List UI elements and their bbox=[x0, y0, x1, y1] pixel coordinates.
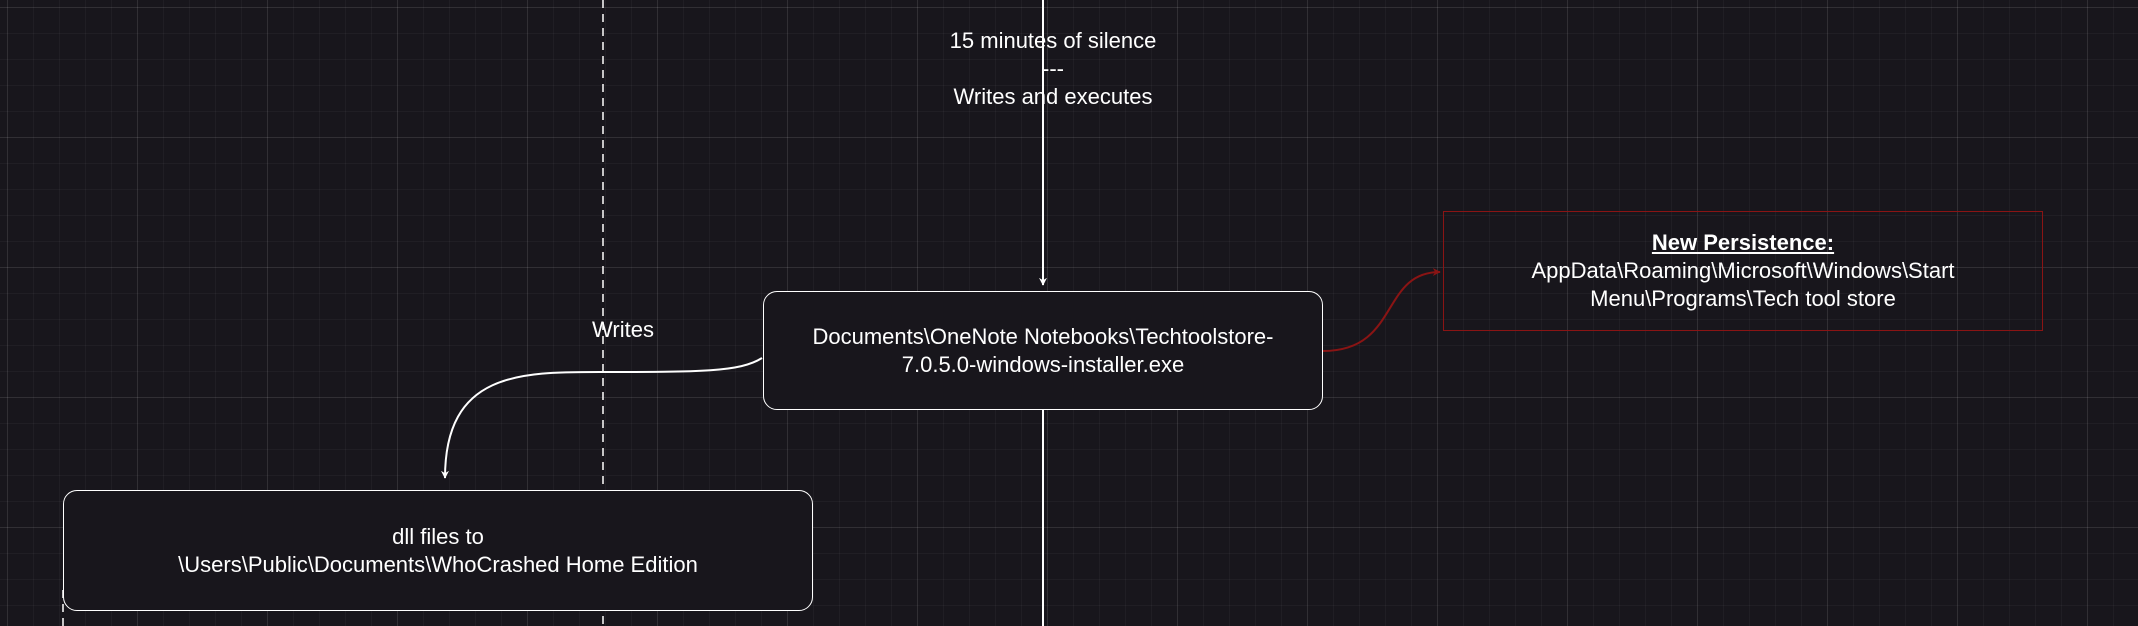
edge-label-top: 15 minutes of silence --- Writes and exe… bbox=[903, 27, 1203, 111]
installer-node-line2: 7.0.5.0-windows-installer.exe bbox=[901, 351, 1185, 377]
edge-persistence bbox=[1322, 268, 1441, 352]
installer-node-line1: Documents\OneNote Notebooks\Techtoolstor… bbox=[812, 323, 1274, 349]
edge-label-writes-text: Writes bbox=[592, 317, 654, 342]
edge-label-writes: Writes bbox=[588, 316, 658, 344]
persistence-node-line2: Menu\Programs\Tech tool store bbox=[1590, 286, 1896, 311]
dll-files-node-line1: dll files to bbox=[392, 523, 484, 549]
dll-files-node-line2: \Users\Public\Documents\WhoCrashed Home … bbox=[178, 551, 698, 577]
edge-label-top-line3: Writes and executes bbox=[953, 84, 1153, 109]
edge-writes bbox=[441, 357, 763, 479]
persistence-node-line1: AppData\Roaming\Microsoft\Windows\Start bbox=[1531, 258, 1955, 283]
edge-label-top-line2: --- bbox=[1042, 56, 1064, 81]
persistence-node[interactable]: New Persistence: AppData\Roaming\Microso… bbox=[1443, 211, 2043, 331]
installer-node[interactable]: Documents\OneNote Notebooks\Techtoolstor… bbox=[763, 291, 1323, 410]
persistence-node-title: New Persistence: bbox=[1651, 230, 1835, 255]
dll-files-node[interactable]: dll files to \Users\Public\Documents\Who… bbox=[63, 490, 813, 611]
edge-label-top-line1: 15 minutes of silence bbox=[949, 28, 1157, 53]
